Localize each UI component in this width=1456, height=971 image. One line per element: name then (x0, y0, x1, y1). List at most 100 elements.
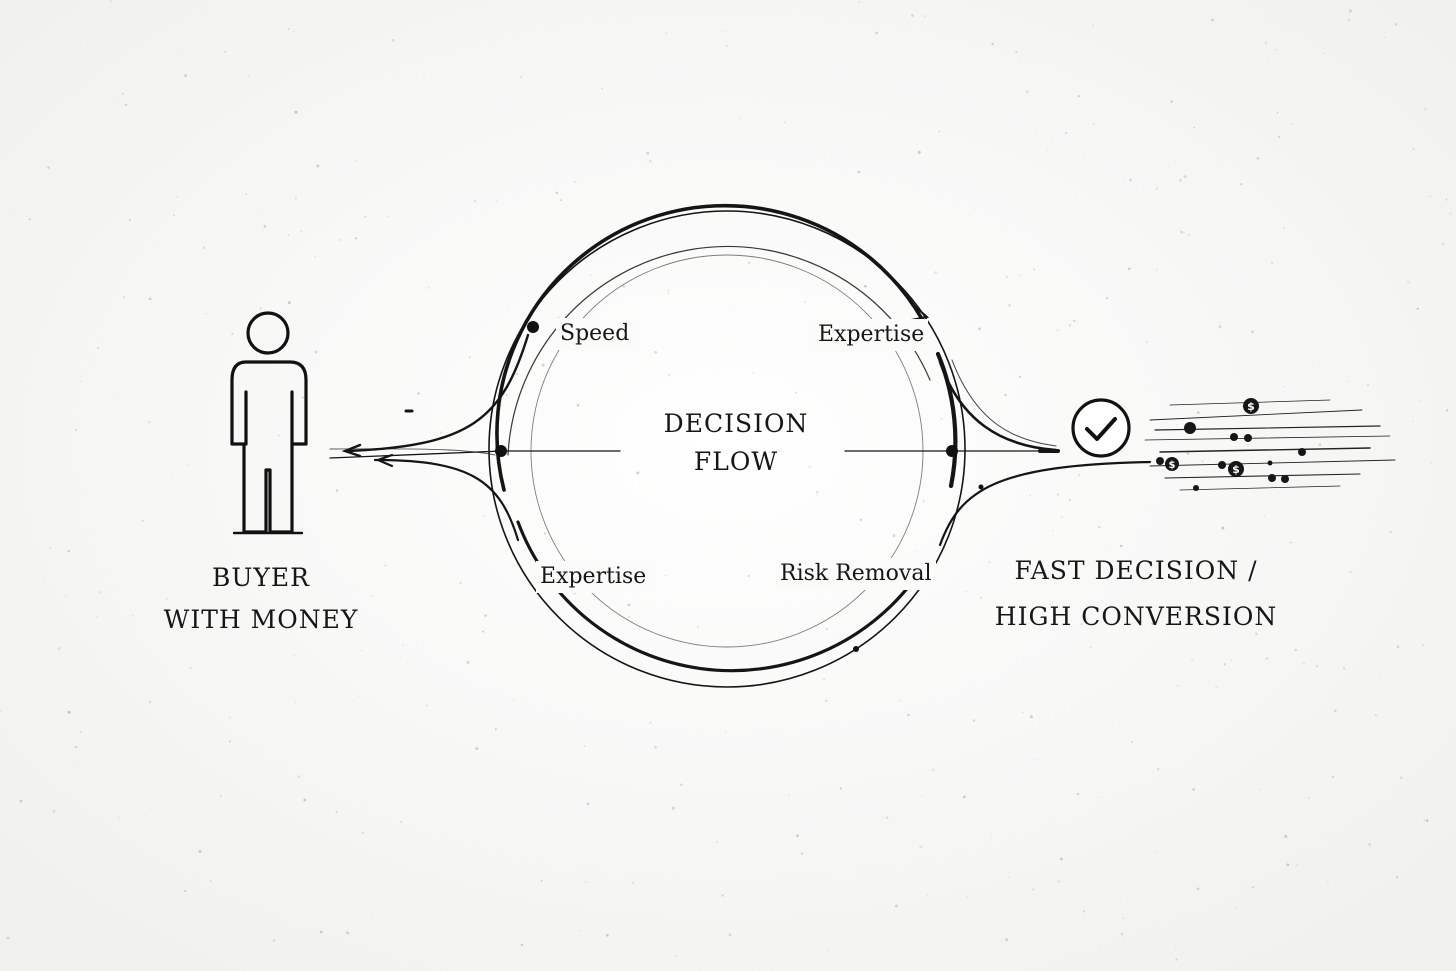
paper-speck (1033, 268, 1035, 271)
paper-speck (578, 930, 580, 932)
paper-speck (1289, 542, 1291, 544)
ring-heavy-top-left (495, 203, 924, 492)
paper-speck (96, 616, 99, 618)
paper-speck (1053, 871, 1055, 873)
paper-speck (1400, 776, 1403, 779)
paper-speck (1082, 910, 1085, 913)
paper-speck (1419, 399, 1422, 402)
paper-speck (295, 197, 297, 200)
paper-speck (649, 721, 652, 724)
paper-speck (484, 614, 487, 617)
paper-speck (972, 719, 976, 722)
paper-speck (520, 943, 524, 947)
paper-speck (1033, 758, 1035, 760)
paper-speck (391, 39, 395, 42)
paper-speck (1068, 498, 1071, 501)
paper-speck (586, 802, 590, 806)
paper-speck (795, 391, 798, 394)
trail-line (1144, 435, 1391, 441)
outcome-label: FAST DECISION / HIGH CONVERSION (966, 548, 1306, 640)
paper-speck (1180, 231, 1183, 234)
paper-speck (1334, 709, 1337, 712)
paper-speck (0, 710, 2, 713)
paper-speck (1318, 443, 1322, 446)
paper-speck (934, 271, 938, 275)
paper-speck (671, 806, 675, 810)
paper-speck (1424, 108, 1427, 111)
paper-speck (1176, 424, 1178, 426)
paper-speck (354, 237, 358, 240)
paper-speck (740, 117, 742, 120)
paper-speck (1416, 307, 1419, 310)
paper-speck (287, 27, 290, 30)
paper-speck (335, 489, 339, 492)
paper-speck (583, 745, 586, 747)
paper-speck (142, 520, 144, 522)
segment-label-expertise-bottom: Expertise (536, 561, 651, 593)
paper-speck (815, 493, 818, 495)
paper-speck (699, 427, 702, 431)
paper-speck (1047, 149, 1049, 151)
paper-speck (921, 795, 923, 797)
paper-speck (1218, 322, 1220, 324)
paper-speck (816, 490, 819, 494)
paper-speck (959, 416, 961, 418)
paper-speck (1259, 789, 1261, 791)
paper-speck (846, 922, 848, 925)
paper-speck (346, 931, 350, 935)
paper-speck (297, 775, 300, 778)
paper-speck (728, 933, 732, 937)
paper-speck (1291, 123, 1293, 125)
junction-dot-lower-right (978, 484, 984, 490)
paper-speck (1100, 797, 1102, 798)
paper-speck (584, 880, 588, 884)
paper-speck (932, 768, 935, 771)
junction-dot-left (495, 445, 507, 457)
paper-speck (364, 215, 367, 218)
paper-speck (966, 896, 969, 899)
paper-speck (577, 403, 579, 405)
paper-speck (128, 399, 130, 401)
paper-speck (724, 731, 727, 733)
paper-speck (747, 574, 750, 578)
paper-speck (1294, 648, 1297, 652)
paper-speck (984, 194, 986, 196)
paper-speck (1156, 268, 1158, 271)
dollar-sign-glyph: $ (1232, 463, 1240, 476)
paper-speck (1332, 775, 1335, 779)
paper-speck (260, 211, 262, 213)
paper-speck (938, 130, 941, 133)
paper-speck (75, 428, 78, 432)
paper-speck (116, 104, 118, 106)
paper-speck (911, 414, 913, 416)
person-icon-head (246, 311, 290, 355)
decision-flow-title-line1: DECISION (663, 409, 809, 438)
paper-speck (52, 809, 56, 813)
paper-speck (1226, 600, 1228, 602)
paper-speck (245, 193, 247, 195)
paper-speck (1191, 659, 1194, 662)
paper-speck (316, 164, 320, 168)
paper-speck (99, 591, 102, 594)
paper-speck (1128, 267, 1131, 271)
paper-speck (482, 630, 485, 633)
paper-speck (808, 465, 812, 469)
paper-speck (177, 86, 179, 88)
paper-speck (1006, 593, 1008, 595)
paper-speck (1056, 328, 1060, 332)
paper-speck (121, 92, 124, 95)
checkmark-circle-outline (1071, 398, 1131, 458)
dollar-coin-icon (1165, 457, 1179, 471)
paper-speck (1283, 386, 1286, 388)
paper-speck (1092, 24, 1095, 27)
paper-speck (1286, 863, 1290, 867)
paper-speck (1073, 319, 1076, 323)
paper-speck (1218, 325, 1222, 329)
dollar-coin-icon (1267, 460, 1273, 466)
paper-speck (783, 121, 786, 124)
paper-speck (1389, 530, 1392, 534)
paper-speck (423, 642, 425, 644)
paper-speck (1023, 748, 1025, 751)
paper-speck (118, 96, 120, 98)
